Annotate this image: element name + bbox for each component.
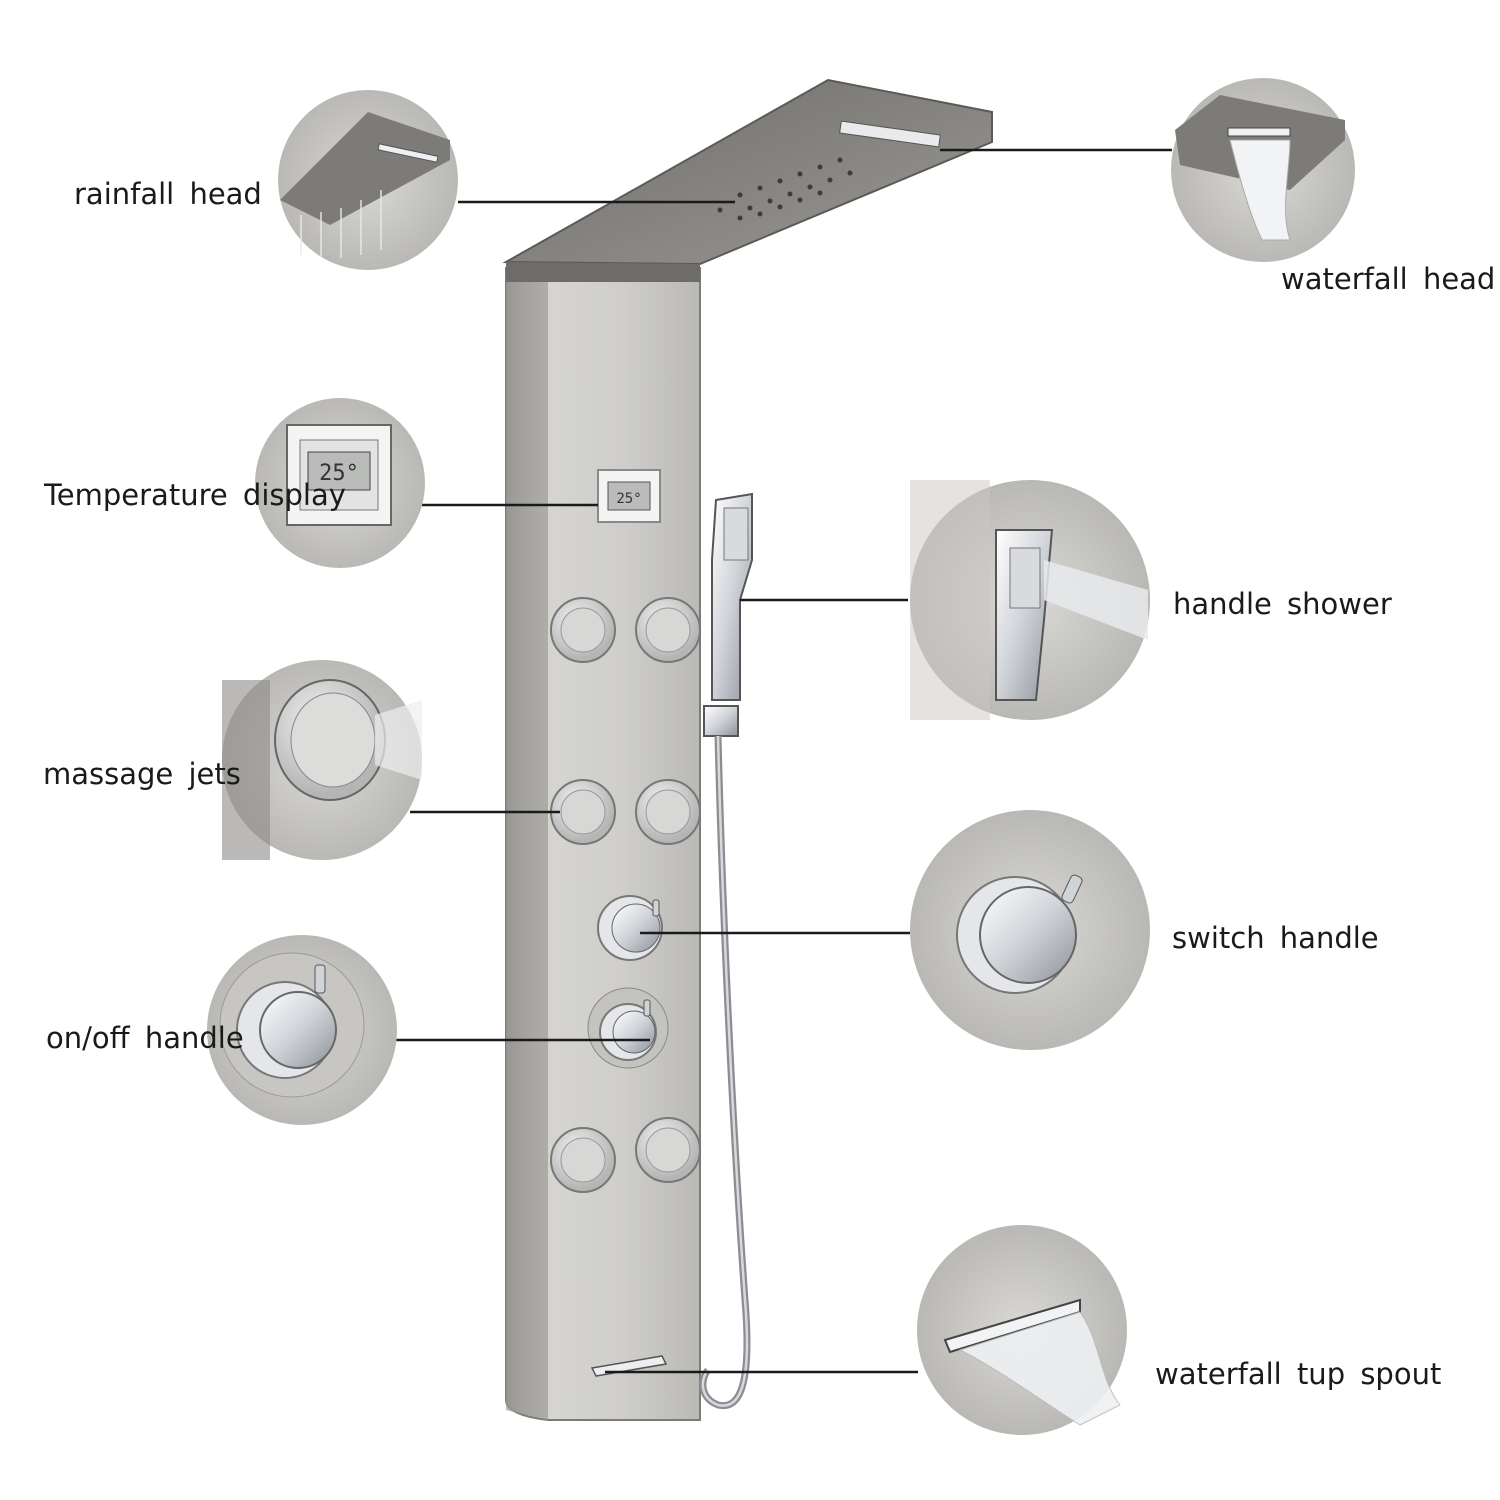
waterfall-slot <box>839 120 941 148</box>
leader-lines <box>396 148 1172 1374</box>
massage-jet <box>550 597 616 663</box>
label-massage-jets: massage jets <box>43 757 241 791</box>
detail-waterfall-head <box>1171 78 1355 262</box>
detail-temperature-display: 25° <box>255 398 425 568</box>
panel-display-reading: 25° <box>616 491 641 507</box>
detail-rainfall-head <box>278 90 458 270</box>
label-rainfall-head: rainfall head <box>74 177 262 211</box>
detail-tub-spout <box>917 1225 1127 1435</box>
detail-switch-handle <box>910 810 1150 1050</box>
label-temperature-display: Temperature display <box>44 478 346 512</box>
label-switch-handle: switch handle <box>1172 921 1379 955</box>
top-head-plate <box>502 78 993 266</box>
detail-massage-jets <box>222 660 422 860</box>
label-onoff-handle: on/off handle <box>46 1021 244 1055</box>
label-handle-shower: handle shower <box>1173 587 1392 621</box>
shower-panel: 25° <box>502 78 993 1421</box>
massage-jet <box>550 779 616 845</box>
massage-jet <box>635 1117 701 1183</box>
detail-display-reading: 25° <box>319 461 359 486</box>
detail-onoff-handle <box>207 935 397 1125</box>
panel-temperature-display: 25° <box>597 469 661 523</box>
label-waterfall-head: waterfall head <box>1281 262 1496 296</box>
massage-jet <box>550 1127 616 1193</box>
rain-nozzles <box>717 157 853 221</box>
massage-jet <box>635 597 701 663</box>
massage-jet <box>635 779 701 845</box>
panel-onoff-handle <box>587 987 669 1069</box>
label-tub-spout: waterfall tup spout <box>1155 1357 1442 1391</box>
hand-shower <box>699 492 753 1410</box>
panel-switch-handle <box>597 895 663 961</box>
detail-handle-shower <box>910 480 1150 720</box>
